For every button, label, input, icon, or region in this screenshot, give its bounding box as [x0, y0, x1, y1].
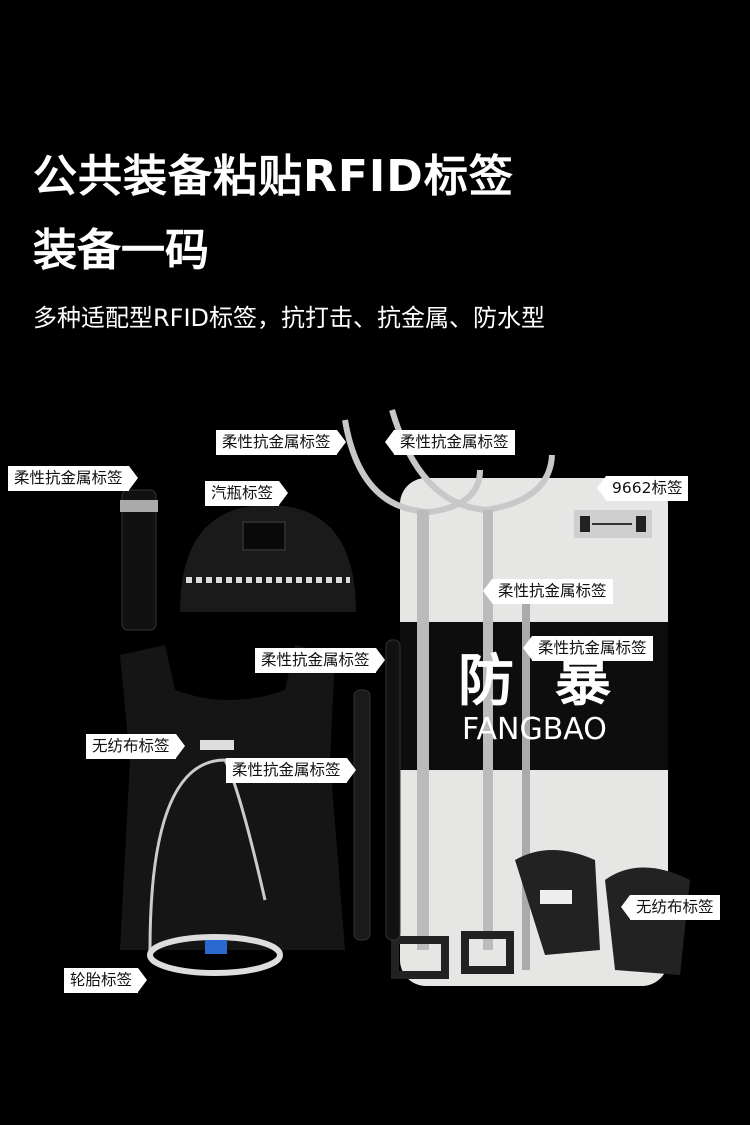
tag-label: 轮胎标签	[64, 968, 148, 993]
baton	[385, 639, 401, 941]
shield-pinyin: FANGBAO	[462, 712, 607, 747]
tag-label: 柔性抗金属标签	[523, 636, 653, 661]
tag-label: 无纺布标签	[86, 734, 184, 759]
tag-label: 柔性抗金属标签	[385, 430, 515, 455]
flashlight	[121, 489, 157, 631]
subtitle: 多种适配型RFID标签，抗打击、抗金属、防水型	[33, 304, 546, 332]
vest	[120, 645, 345, 950]
tag-label: 9662标签	[596, 476, 689, 501]
page-title-line2: 装备一码	[33, 225, 209, 276]
tag-label: 柔性抗金属标签	[255, 648, 384, 673]
tag-label: 柔性抗金属标签	[226, 758, 355, 783]
helmet	[180, 505, 356, 612]
page-title: 公共装备粘贴RFID标签	[33, 151, 514, 202]
tag-label: 柔性抗金属标签	[483, 579, 613, 604]
headlamp-strap	[148, 758, 267, 951]
tag-label: 无纺布标签	[621, 895, 720, 920]
tag-label: 柔性抗金属标签	[8, 466, 137, 491]
tag-label: 汽瓶标签	[205, 481, 289, 506]
tag-label: 柔性抗金属标签	[216, 430, 345, 455]
shield-char1: 防	[458, 649, 514, 714]
